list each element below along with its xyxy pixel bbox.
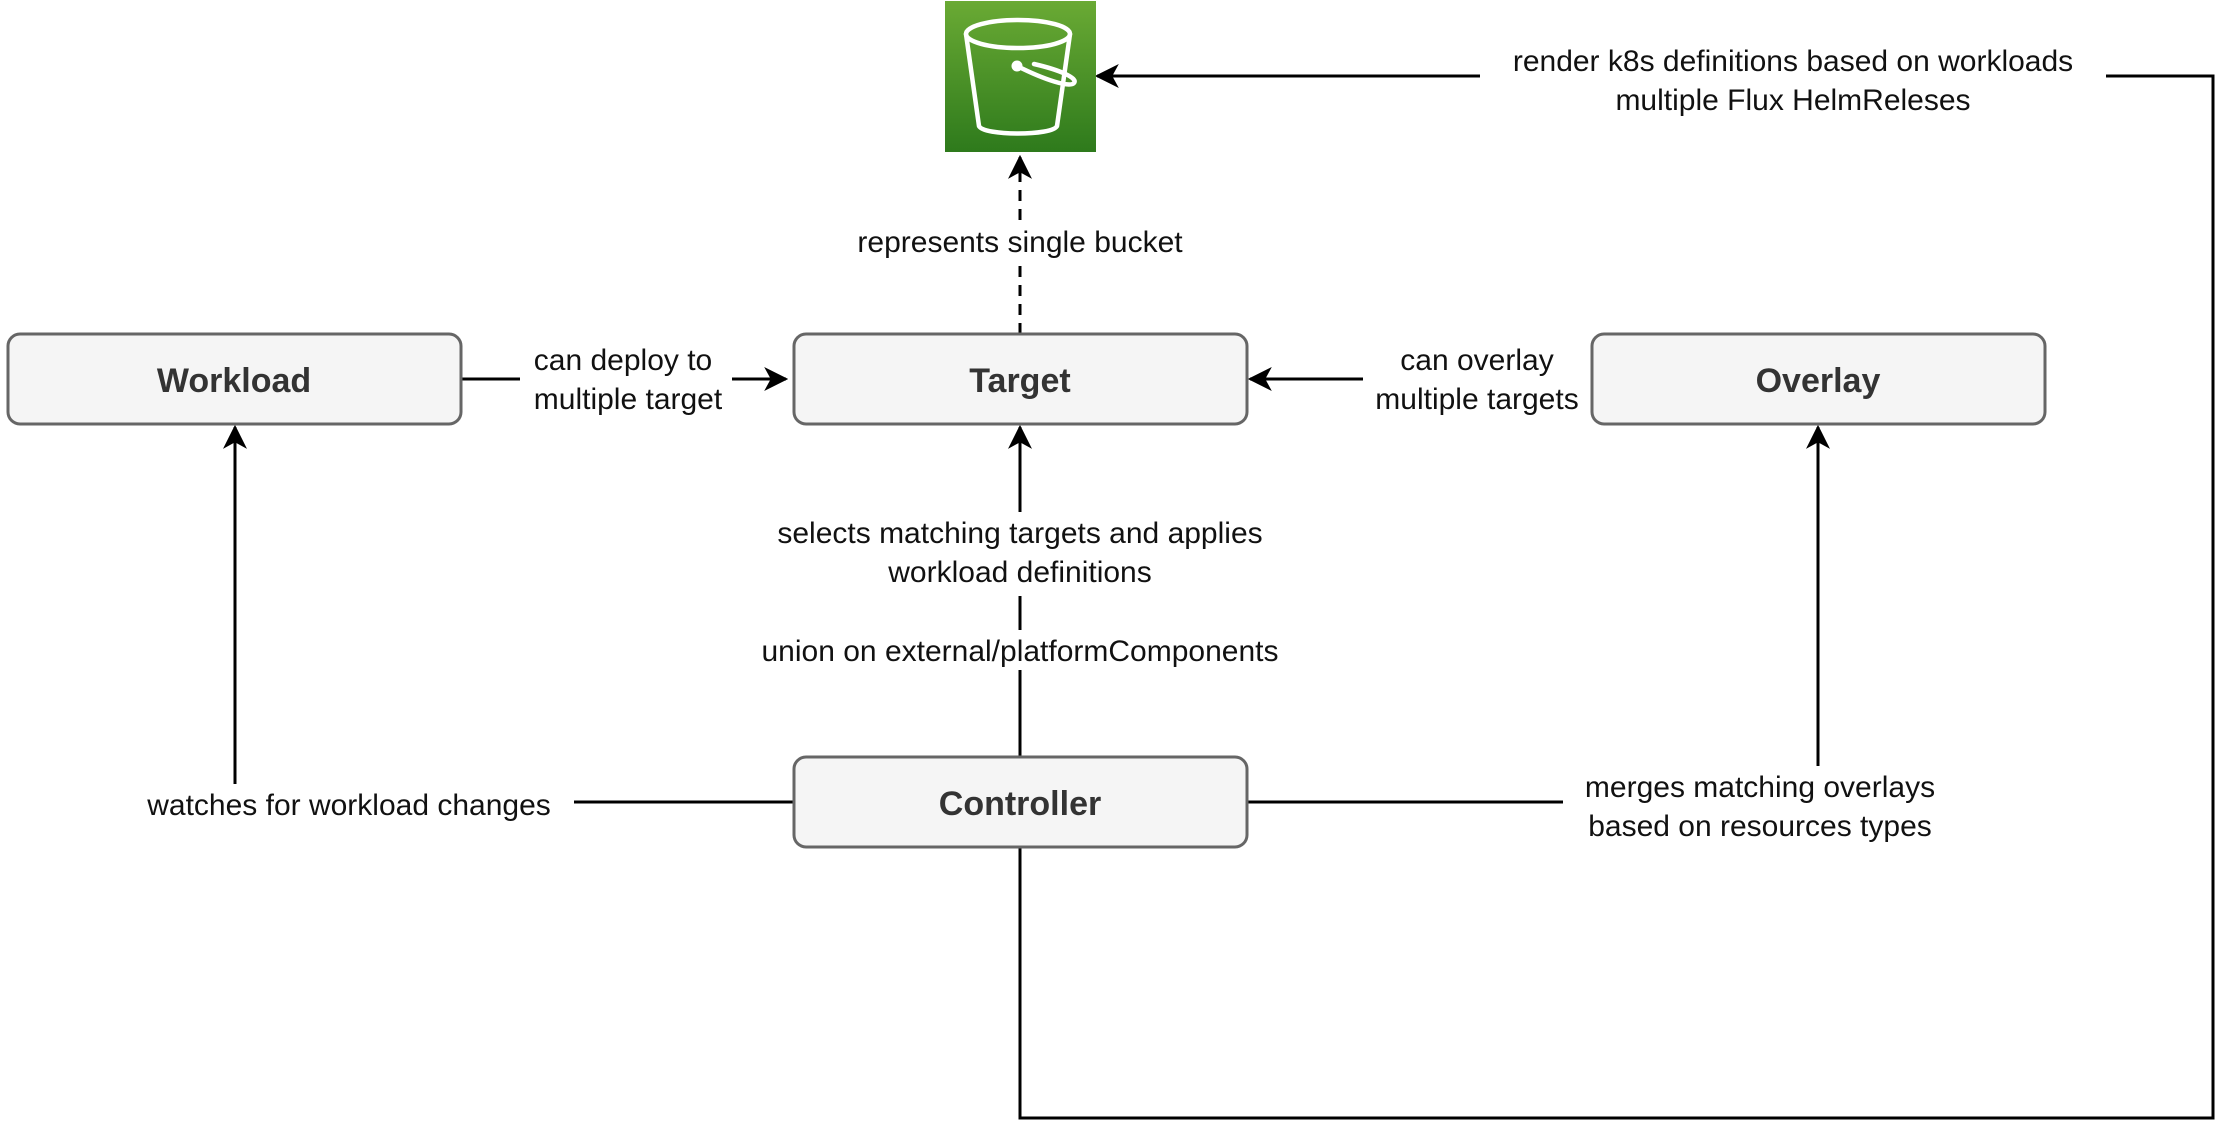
bucket-icon-dot xyxy=(1011,60,1023,72)
bucket-icon-glyph xyxy=(963,17,1077,136)
edge-controller-to-bucket: render k8s definitions based on workload… xyxy=(1018,40,2215,1120)
edge-label-bg xyxy=(730,630,1310,670)
edge-label: can overlay xyxy=(1400,344,1553,377)
edge-workload-to-target: can deploy to multiple target xyxy=(462,338,789,422)
edge-label: workload definitions xyxy=(887,556,1151,589)
node-label: Overlay xyxy=(1756,362,1881,400)
node-box[interactable] xyxy=(792,755,1249,849)
node-target[interactable]: Target xyxy=(792,332,1249,426)
node-label: Target xyxy=(969,362,1070,400)
edge-label: multiple targets xyxy=(1375,383,1578,416)
edge-label: merges matching overlays xyxy=(1585,771,1935,804)
edge-label-bg xyxy=(748,512,1292,596)
node-box[interactable] xyxy=(1590,332,2047,426)
node-box[interactable] xyxy=(792,332,1249,426)
edge-label: can deploy to xyxy=(534,344,712,377)
edge-label: selects matching targets and applies xyxy=(777,517,1262,550)
edge-overlay-to-target: can overlay multiple targets xyxy=(1247,338,1592,422)
edge-label: render k8s definitions based on workload… xyxy=(1513,45,2073,78)
edge-controller-to-target: selects matching targets and applies wor… xyxy=(730,424,1310,756)
node-label: Controller xyxy=(939,785,1101,823)
edge-controller-to-workload: watches for workload changes xyxy=(124,424,794,828)
edge-label: multiple target xyxy=(534,383,723,416)
node-label: Workload xyxy=(157,362,311,400)
edge-label: union on external/platformComponents xyxy=(762,635,1279,668)
s3-bucket-icon[interactable] xyxy=(945,1,1096,152)
edge-label-bg xyxy=(1563,766,1957,850)
edge-line xyxy=(1247,424,1830,804)
edge-label-bg xyxy=(1363,338,1591,422)
edge-label-bg xyxy=(838,220,1202,264)
edge-controller-to-overlay: merges matching overlays based on resour… xyxy=(1247,424,1957,850)
node-controller[interactable]: Controller xyxy=(792,755,1249,849)
edge-label-bg xyxy=(124,784,574,828)
edge-label-bg xyxy=(520,338,732,422)
node-box[interactable] xyxy=(6,332,463,426)
edge-label-bg xyxy=(1480,40,2106,124)
edge-label: multiple Flux HelmReleses xyxy=(1615,84,1970,117)
node-workload[interactable]: Workload xyxy=(6,332,463,426)
node-overlay[interactable]: Overlay xyxy=(1590,332,2047,426)
edge-label: watches for workload changes xyxy=(146,789,551,822)
edge-line xyxy=(223,424,794,804)
edge-target-to-bucket: represents single bucket xyxy=(838,154,1202,334)
edge-label: based on resources types xyxy=(1588,810,1932,843)
edge-label: represents single bucket xyxy=(857,226,1183,259)
